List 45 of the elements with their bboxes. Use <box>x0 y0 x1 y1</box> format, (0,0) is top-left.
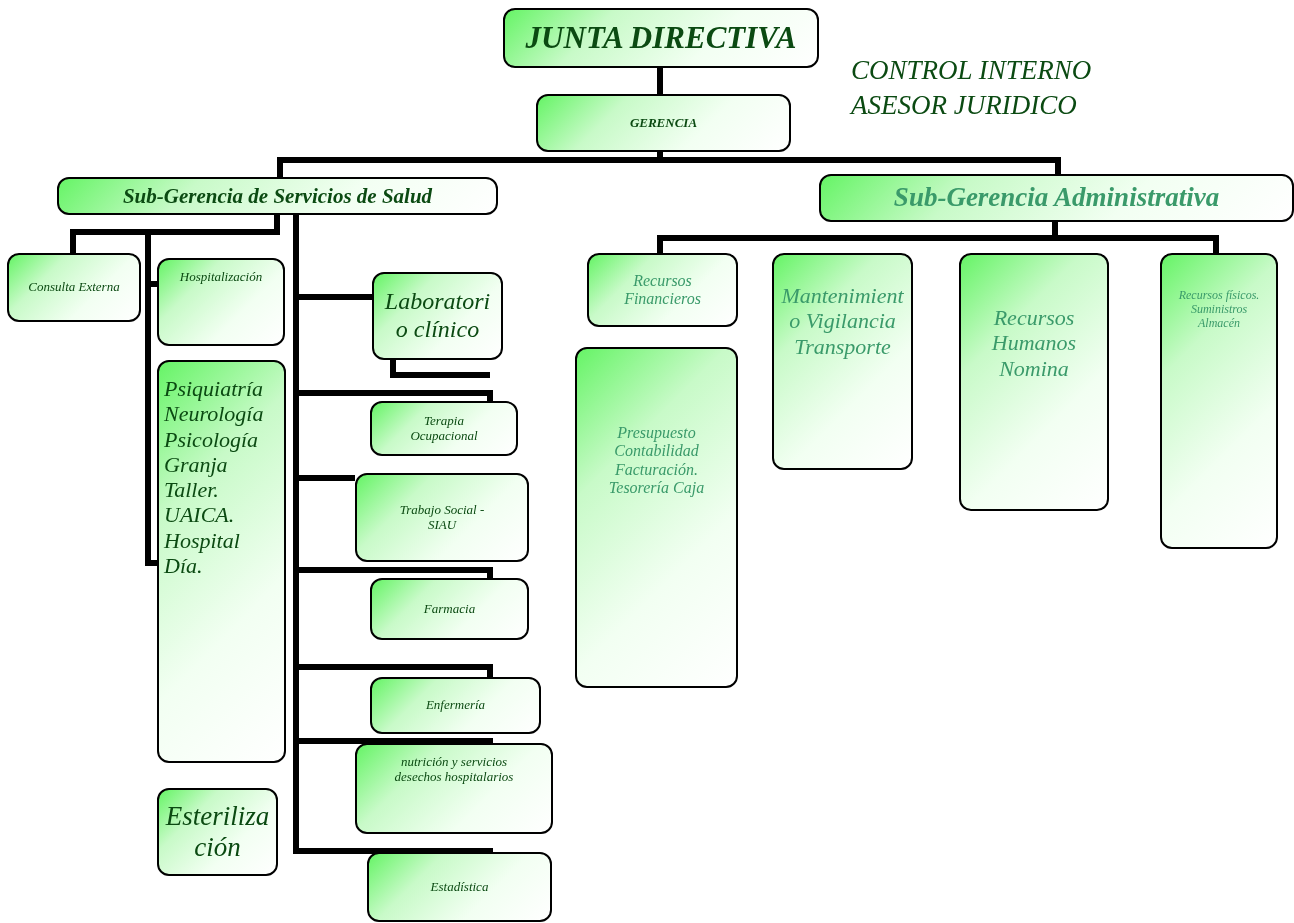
box-title: Mantenimiento Vigilancia Transporte <box>780 283 905 359</box>
connector-line <box>657 68 663 94</box>
box-title: Terapia Ocupacional <box>409 413 479 444</box>
box-title: Psiquiatría Neurología Psicología Granja Taller. UAICA. Hospital Día. <box>164 376 265 579</box>
org-box <box>157 258 285 346</box>
box-title: Trabajo Social - SIAU <box>398 502 486 533</box>
box-title: Esterilización <box>164 800 271 864</box>
box-title: nutrición y servicios desechos hospitalarios <box>393 755 515 785</box>
box-title: Enfermería <box>425 698 486 713</box>
org-box <box>503 8 819 68</box>
org-box <box>959 253 1109 511</box>
connector-line <box>1052 222 1219 253</box>
box-title: Laboratorio clínico <box>383 288 492 344</box>
box-title: Farmacia <box>423 601 476 617</box>
connector-line <box>145 215 280 566</box>
box-title: Sub-Gerencia Administrativa <box>893 182 1220 214</box>
org-box <box>355 743 553 834</box>
box-title: GERENCIA <box>629 115 698 131</box>
org-box <box>1160 253 1278 549</box>
box-title: Recursos Humanos Nomina <box>990 305 1078 381</box>
box-title: Estadística <box>430 879 489 895</box>
box-title: Presupuesto Contabilidad Facturación. Tesorería Caja <box>607 424 706 498</box>
org-box <box>575 347 738 688</box>
org-box <box>372 272 503 360</box>
box-title: Consulta Externa <box>28 280 120 295</box>
box-title: Sub-Gerencia de Servicios de Salud <box>122 183 433 209</box>
box-title: JUNTA DIRECTIVA <box>525 20 797 56</box>
note-text: CONTROL INTERNO <box>851 55 1092 86</box>
org-box <box>370 401 518 456</box>
org-box <box>57 177 498 215</box>
org-box <box>355 473 529 562</box>
org-box <box>370 578 529 640</box>
note-text: ASESOR JURIDICO <box>851 90 1077 121</box>
org-box <box>367 852 552 922</box>
box-title: Hospitalización <box>179 270 263 285</box>
org-box <box>370 677 541 734</box>
box-title: Recursos Financieros <box>623 271 702 309</box>
org-box <box>157 788 278 876</box>
org-box <box>536 94 791 152</box>
box-title: Recursos físicos. Suministros Almacén <box>1177 289 1261 331</box>
org-box <box>819 174 1294 222</box>
org-box <box>7 253 141 322</box>
org-box <box>157 360 286 763</box>
org-box <box>587 253 738 327</box>
org-box <box>772 253 913 470</box>
